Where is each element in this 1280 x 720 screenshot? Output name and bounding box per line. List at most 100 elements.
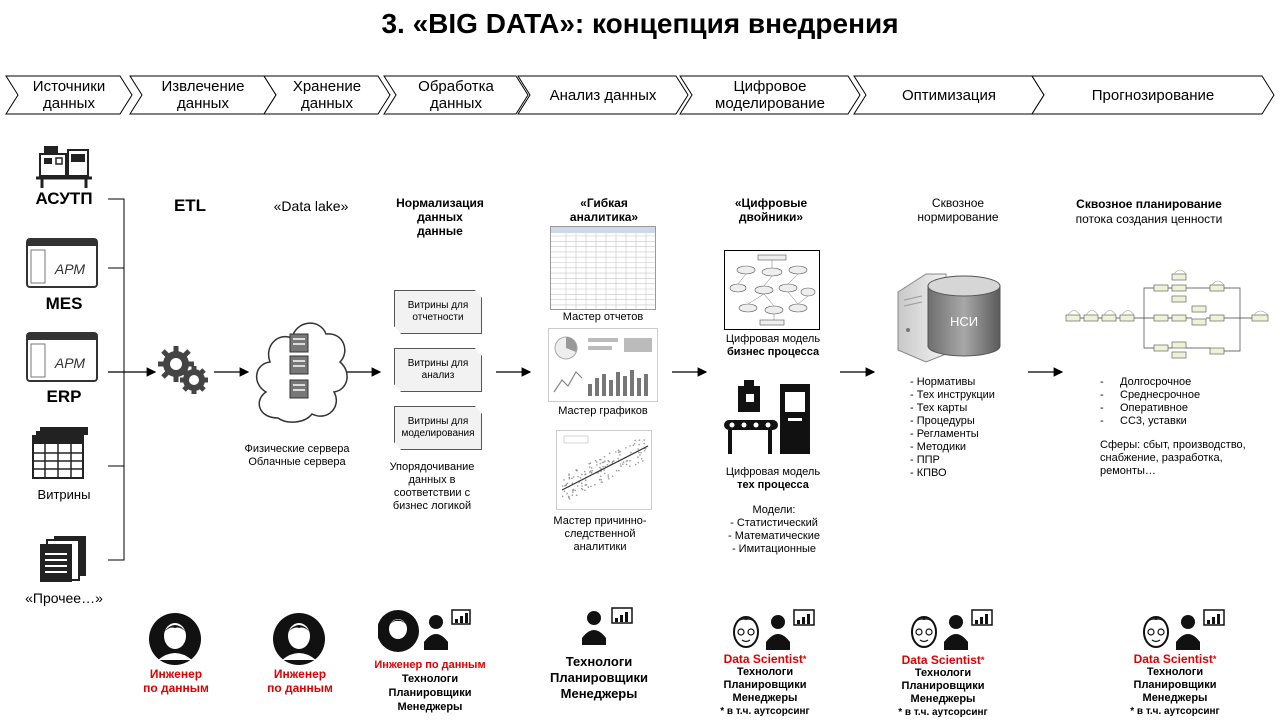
role-asterisk: *	[980, 655, 985, 665]
stage-analysis: Анализ данных	[517, 75, 689, 115]
stage-sources: Источники данных	[5, 75, 133, 115]
cloud-servers-icon	[256, 322, 348, 423]
analysis-graphs-caption: Мастер графиков	[558, 405, 648, 417]
processing-header: Нормализация данных данные	[382, 196, 498, 238]
stage-label: Анализ данных	[549, 86, 657, 104]
processing-header-line: данные	[417, 224, 463, 238]
source-other-label: «Прочее…»	[25, 590, 103, 606]
role-outsourcing-note: * в т.ч. аутсорсинг	[1130, 706, 1220, 717]
role-engineer-title: по данным	[143, 681, 209, 695]
models-item: - Имитационные	[731, 543, 817, 555]
data-scientist-icon	[733, 609, 815, 650]
role-technologists: Технологи	[1146, 666, 1204, 678]
stage-optimization: Оптимизация	[853, 75, 1045, 115]
business-process-diagram-thumbnail	[724, 250, 820, 330]
analysis-causal-caption: Мастер причинно-следственной аналитики	[553, 515, 647, 553]
dashboard-thumbnail	[548, 328, 658, 402]
optimization-item: - Тех карты	[910, 402, 968, 414]
role-planners: Планировщики	[723, 679, 807, 691]
data-scientist-icon	[911, 609, 993, 650]
tp-caption-line: Цифровая модель	[725, 466, 821, 478]
lake-caption: Физические сервера Облачные сервера	[232, 443, 362, 469]
forecast-horizon-item: -Оперативное	[1100, 402, 1188, 414]
vitrina-analysis-box: Витрины для анализ	[394, 348, 482, 392]
processing-header-line: Нормализация	[396, 196, 484, 210]
tp-caption-line: тех процесса	[737, 479, 809, 491]
role-managers: Менеджеры	[397, 701, 463, 713]
workstation-window-icon: АРМ	[26, 238, 98, 288]
models-item: - Математические	[728, 530, 820, 542]
modeling-header-line: «Цифровые	[734, 196, 808, 210]
page-title: 3. «BIG DATA»: концепция внедрения	[381, 8, 899, 39]
role-engineer-2: Инженер по данным	[248, 667, 352, 695]
vitrina-modeling-box: Витрины для моделирования	[394, 406, 482, 450]
optimization-header-line: нормирование	[917, 210, 999, 224]
role-managers: Менеджеры	[560, 686, 638, 701]
optimization-item: - Тех инструкции	[910, 389, 995, 401]
role-engineer-title: Инженер	[273, 667, 327, 681]
spreadsheet-icon	[32, 427, 88, 479]
modeling-header: «Цифровые двойники»	[712, 196, 830, 224]
forecast-horizon-text: СС3, уставки	[1120, 415, 1187, 427]
role-modeling: Data Scientist* Технологи Планировщики М…	[700, 652, 830, 718]
role-technologists: Технологи	[914, 667, 972, 679]
stage-extraction: Извлечение данных	[129, 75, 277, 115]
forecast-horizon-item: -Долгосрочное	[1100, 376, 1192, 388]
optimization-item: - Методики	[910, 441, 967, 453]
stage-label: Прогнозирование	[1091, 86, 1215, 104]
optimization-header-line: Сквозное	[931, 196, 985, 210]
stage-label: Извлечение данных	[161, 78, 245, 112]
analysis-header-line: «Гибкая	[580, 196, 628, 210]
etl-label: ETL	[173, 196, 207, 215]
analysis-reports-caption: Мастер отчетов	[562, 311, 644, 323]
forecast-horizon-text: Среднесрочное	[1120, 389, 1201, 401]
optimization-item: - КПВО	[910, 467, 947, 479]
forecast-horizon-item: -Среднесрочное	[1100, 389, 1201, 401]
role-analysis: Технологи Планировщики Менеджеры	[540, 654, 658, 702]
stage-storage: Хранение данных	[263, 75, 391, 115]
optimization-items: - Нормативы - Тех инструкции - Тех карты…	[910, 376, 1020, 480]
role-data-scientist: Data Scientist	[901, 653, 981, 667]
workstation-window-icon: АРМ	[26, 332, 98, 382]
stage-label: Источники данных	[32, 78, 106, 112]
arm-label-2: АРМ	[54, 355, 86, 371]
nsi-database-icon: НСИ	[897, 273, 1001, 363]
role-planners: Планировщики	[901, 680, 985, 692]
role-outsourcing-note: * в т.ч. аутсорсинг	[898, 707, 988, 718]
production-line-icon	[724, 380, 810, 454]
source-asutp-label: АСУТП	[35, 189, 93, 208]
report-table-thumbnail	[550, 226, 656, 310]
role-engineer-1: Инженер по данным	[124, 667, 228, 695]
role-forecast: Data Scientist* Технологи Планировщики М…	[1110, 652, 1240, 718]
optimization-item: - Нормативы	[910, 376, 976, 388]
lake-caption-physical: Физические сервера	[244, 443, 350, 455]
analysis-header-line: аналитика»	[569, 210, 639, 224]
forecast-horizon-item: -СС3, уставки	[1100, 415, 1187, 427]
role-asterisk: *	[1212, 654, 1217, 664]
analyst-icon	[582, 607, 633, 645]
nsi-label: НСИ	[950, 314, 978, 329]
arm-label-1: АРМ	[54, 261, 86, 277]
processing-caption: Упорядочивание данных в соответствии с б…	[389, 461, 475, 512]
bp-model-caption: Цифровая модель бизнес процесса	[708, 333, 838, 359]
role-engineer-title: Инженер	[149, 667, 203, 681]
sources-bracket	[108, 198, 125, 561]
data-engineer-avatar-icon	[273, 613, 325, 665]
role-data-scientist: Data Scientist	[1133, 652, 1213, 666]
role-data-scientist: Data Scientist	[723, 652, 803, 666]
models-title: Модели:	[752, 504, 796, 516]
role-optimization: Data Scientist* Технологи Планировщики М…	[878, 653, 1008, 719]
stage-label: Цифровое моделирование	[715, 78, 825, 112]
role-planners: Планировщики	[388, 687, 472, 699]
analysis-header: «Гибкая аналитика»	[542, 196, 666, 224]
models-item: - Статистический	[730, 517, 818, 529]
processing-header-line: данных	[417, 210, 463, 224]
forecast-horizon-text: Долгосрочное	[1120, 376, 1192, 388]
stage-forecast: Прогнозирование	[1031, 75, 1275, 115]
lake-caption-cloud: Облачные сервера	[248, 456, 346, 468]
role-asterisk: *	[802, 654, 807, 664]
data-scientist-icon	[1143, 609, 1225, 650]
role-managers: Менеджеры	[910, 693, 976, 705]
source-mes-label: MES	[45, 294, 83, 313]
role-technologists: Технологи	[736, 666, 794, 678]
